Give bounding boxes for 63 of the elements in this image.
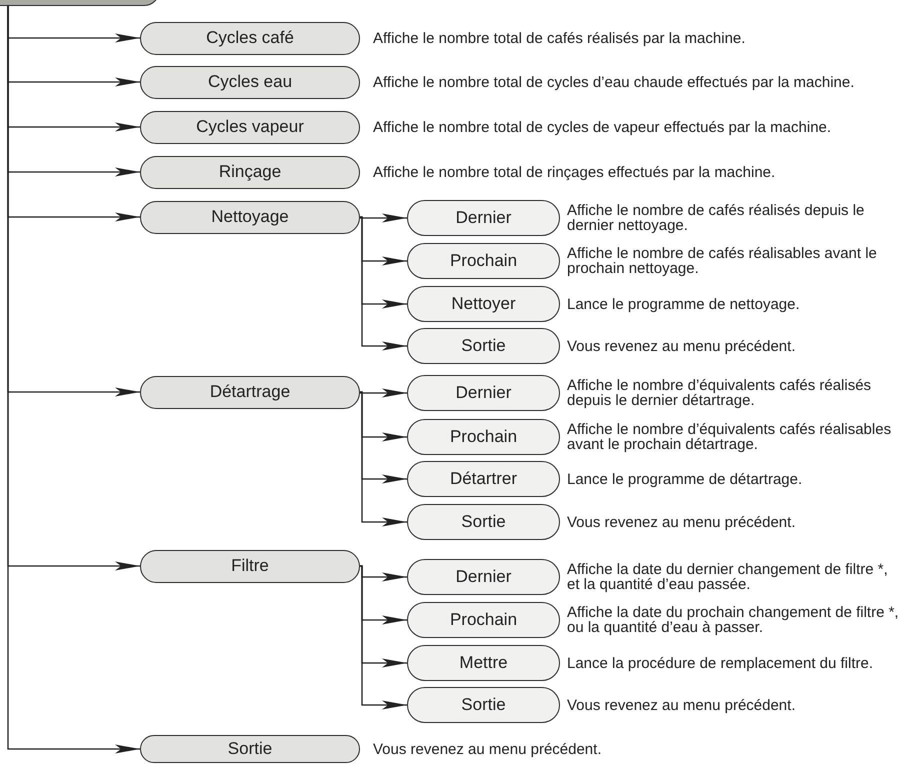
menu-label: Prochain (450, 251, 518, 271)
menu-label: Cycles eau (208, 72, 292, 92)
menu-item (140, 735, 360, 763)
submenu-item (407, 243, 560, 279)
menu-item (140, 156, 360, 188)
description-text: Lance la procédure de remplacement du filtre. (566, 654, 874, 674)
arrow (360, 388, 407, 398)
menu-label: Rinçage (218, 162, 282, 182)
menu-label: Nettoyer (451, 294, 516, 314)
submenu-item (407, 687, 560, 723)
description-text: Affiche le nombre d’équivalents cafés réalisables avant le prochain détartrage. (566, 421, 892, 453)
menu-label: Nettoyage (211, 207, 289, 227)
menu-label: Sortie (228, 739, 272, 759)
submenu-item (407, 504, 560, 540)
description-text: Affiche le nombre de cafés réalisés depuis le dernier nettoyage. (566, 202, 866, 234)
description-text: Affiche la date du prochain changement de filtre *, ou la quantité d’eau à passer. (566, 604, 900, 636)
submenu-item (407, 328, 560, 364)
submenu-item (407, 200, 560, 236)
menu-label: Cycles café (206, 28, 294, 48)
submenu-item (407, 419, 560, 455)
menu-label: Sortie (461, 695, 506, 715)
description-text: Vous revenez au menu précédent. (566, 512, 796, 532)
menu-label: Prochain (450, 427, 518, 447)
menu-label: Dernier (456, 567, 512, 587)
menu-label: Mettre (459, 653, 508, 673)
menu-item (140, 110, 360, 144)
description-text: Affiche le nombre total de cycles de vapeur effectués par la machine. (372, 118, 832, 138)
menu-item (140, 550, 360, 582)
description-text: Affiche le nombre de cafés réalisables avant le prochain nettoyage. (566, 245, 878, 277)
menu-label: Dernier (456, 208, 512, 228)
menu-label: Prochain (450, 610, 518, 630)
menu-item (140, 200, 360, 234)
arrow (360, 565, 407, 710)
menu-label: Filtre (231, 556, 269, 576)
menu-label: Sortie (461, 512, 506, 532)
description-text: Lance le programme de détartrage. (566, 470, 804, 490)
menu-item (140, 66, 360, 98)
menu-label: Détartrer (450, 469, 518, 489)
submenu-item (407, 461, 560, 497)
description-text: Affiche le nombre d’équivalents cafés réalisés depuis le dernier détartrage. (566, 377, 872, 409)
submenu-item (407, 602, 560, 638)
arrow (360, 391, 407, 526)
description-text: Vous revenez au menu précédent. (372, 740, 602, 760)
submenu-item (407, 375, 560, 411)
menu-label: Cycles vapeur (196, 117, 304, 137)
submenu-item (407, 645, 560, 681)
arrow (360, 214, 407, 222)
description-text: Affiche le nombre total de cycles d’eau chaude effectués par la machine. (372, 72, 856, 92)
submenu-item (407, 286, 560, 322)
description-text: Affiche la date du dernier changement de filtre *, et la quantité d’eau passée. (566, 561, 889, 593)
menu-label: Sortie (461, 336, 506, 356)
menu-label: Dernier (456, 383, 512, 403)
menu-item (140, 376, 360, 408)
description-text: Vous revenez au menu précédent. (566, 336, 796, 356)
arrow (7, 6, 140, 754)
submenu-item (407, 559, 560, 595)
description-text: Vous revenez au menu précédent. (566, 696, 796, 716)
arrow (360, 216, 407, 350)
description-text: Lance le programme de nettoyage. (566, 294, 801, 314)
description-text: Affiche le nombre total de cafés réalisés par la machine. (372, 28, 746, 48)
menu-item (140, 22, 360, 54)
menu-label: Détartrage (210, 382, 290, 402)
description-text: Affiche le nombre total de rinçages effectués par la machine. (372, 162, 776, 182)
